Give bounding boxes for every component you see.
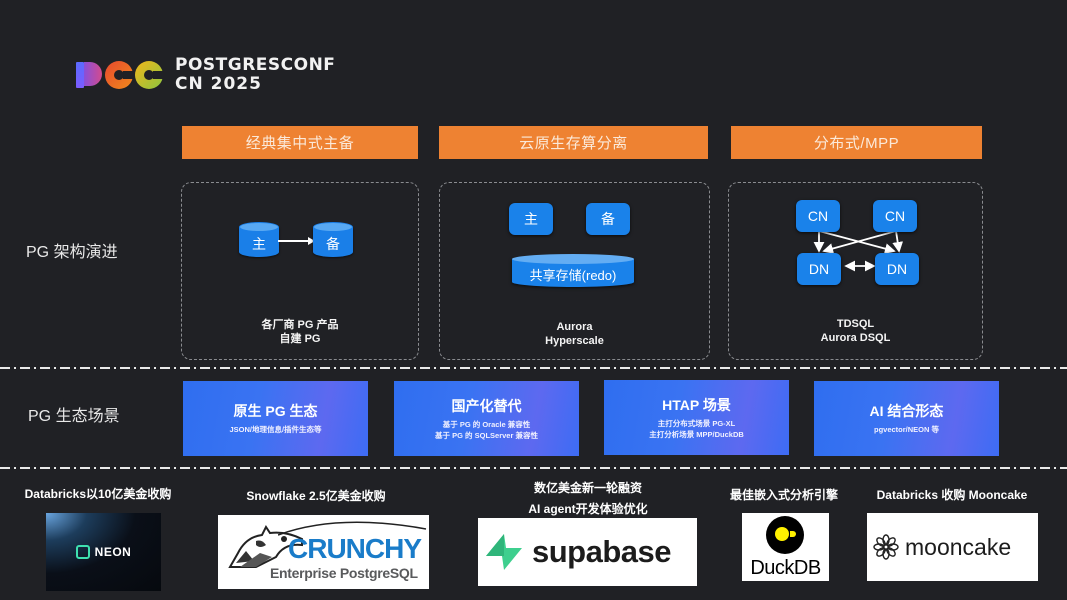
card-subtitle: 主打分析场景 MPP/DuckDB	[649, 429, 744, 439]
crunchy-subtitle: Enterprise PostgreSQL	[270, 565, 418, 581]
supabase-wordmark: supabase	[532, 534, 672, 569]
crunchy-wordmark: CRUNCHY	[288, 533, 422, 564]
mooncake-logo: mooncake	[867, 513, 1038, 581]
shared-storage-cylinder: 共享存储(redo)	[512, 254, 634, 288]
header-cloud-native-separation: 云原生存算分离	[439, 126, 708, 159]
dn-node-2: DN	[875, 253, 919, 285]
card-domestic-replacement: 国产化替代 基于 PG 的 Oracle 兼容性 基于 PG 的 SQLServ…	[394, 381, 579, 456]
duckdb-wordmark: DuckDB	[750, 557, 821, 579]
hippo-icon	[228, 525, 303, 568]
dn-node-1: DN	[797, 253, 841, 285]
shared-storage-label: 共享存储(redo)	[529, 268, 617, 283]
supabase-logo: supabase	[478, 518, 697, 586]
standby-db-label: 备	[326, 236, 340, 252]
primary-db-cylinder: 主	[239, 222, 279, 260]
section-divider	[0, 367, 1067, 369]
card-title: HTAP 场景	[662, 396, 731, 413]
card-subtitle: 基于 PG 的 Oracle 兼容性	[442, 419, 531, 429]
cn-node-1: CN	[796, 200, 840, 232]
logo-line-1: POSTGRESCONF	[175, 55, 336, 75]
card-subtitle: JSON/地理信息/插件生态等	[229, 425, 322, 434]
panel-classic: 主 备 各厂商 PG 产品 自建 PG	[181, 182, 419, 360]
company-title-neon: Databricks以10亿美金收购	[24, 487, 172, 501]
standby-node: 备	[586, 203, 630, 235]
row-label-ecosystem: PG 生态场景	[28, 408, 120, 425]
duckdb-logo: DuckDB	[742, 513, 829, 581]
title-line-2: AI agent开发体验优化	[528, 502, 648, 516]
neon-mark-icon	[75, 545, 90, 559]
primary-node: 主	[509, 203, 553, 235]
caption-line-2: Aurora DSQL	[820, 332, 891, 344]
neon-wordmark: NEON	[94, 545, 132, 559]
supabase-bolt-icon	[486, 534, 522, 570]
logo-line-2: CN 2025	[175, 74, 262, 94]
primary-db-label: 主	[252, 236, 266, 252]
company-title-supabase: 数亿美金新一轮融资 AI agent开发体验优化	[478, 478, 698, 520]
card-subtitle: pgvector/NEON 等	[873, 425, 939, 434]
panel-cloud-native: 主 备 共享存储(redo) Aurora Hyperscale	[439, 182, 710, 360]
row-label-architecture: PG 架构演进	[26, 244, 118, 261]
cn-dn-arrows-icon	[813, 230, 904, 272]
caption-line-1: TDSQL	[836, 318, 875, 330]
crunchy-swoosh-icon	[278, 521, 427, 536]
card-title: 国产化替代	[451, 397, 522, 414]
card-htap: HTAP 场景 主打分布式场景 PG-XL 主打分析场景 MPP/DuckDB	[604, 380, 789, 455]
caption-line-1: 各厂商 PG 产品	[261, 319, 339, 331]
company-title-mooncake: Databricks 收购 Mooncake	[876, 488, 1028, 502]
panel-distributed: CN CN DN DN TDSQL Aurora DSQL	[728, 182, 983, 360]
caption-line-2: 自建 PG	[279, 333, 321, 345]
pcc-logo-mark-icon	[76, 60, 165, 90]
duckdb-mark-icon	[766, 516, 804, 554]
card-subtitle: 基于 PG 的 SQLServer 兼容性	[435, 430, 538, 440]
conference-logo: POSTGRESCONF CN 2025	[76, 56, 335, 94]
mooncake-flower-icon	[873, 534, 899, 560]
cn-node-2: CN	[873, 200, 917, 232]
card-ai: AI 结合形态 pgvector/NEON 等	[814, 381, 999, 456]
mooncake-wordmark: mooncake	[905, 533, 1012, 560]
caption-line-2: Hyperscale	[545, 335, 604, 347]
header-classic-primary-standby: 经典集中式主备	[182, 126, 418, 159]
title-line-1: 数亿美金新一轮融资	[533, 481, 642, 495]
company-title-duckdb: 最佳嵌入式分析引擎	[729, 488, 838, 502]
card-title: AI 结合形态	[869, 403, 944, 419]
caption-line-1: Aurora	[556, 321, 593, 333]
card-title: 原生 PG 生态	[233, 403, 318, 419]
card-native-pg: 原生 PG 生态 JSON/地理信息/插件生态等	[183, 381, 368, 456]
standby-db-cylinder: 备	[313, 222, 353, 260]
replication-arrow-icon	[278, 237, 315, 245]
card-subtitle: 主打分布式场景 PG-XL	[657, 418, 736, 428]
company-title-crunchy: Snowflake 2.5亿美金收购	[246, 489, 386, 503]
header-distributed-mpp: 分布式/MPP	[731, 126, 982, 159]
neon-logo: NEON	[46, 513, 161, 591]
crunchy-logo: CRUNCHY Enterprise PostgreSQL	[218, 515, 429, 589]
section-divider	[0, 467, 1067, 469]
